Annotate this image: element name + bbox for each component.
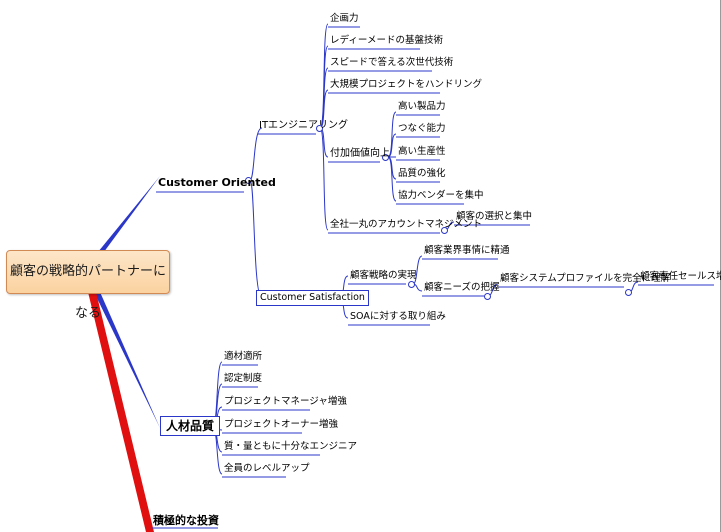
node-va-item-4[interactable]: 品質の強化 <box>398 168 446 179</box>
collapse-toggle-co[interactable] <box>245 177 252 184</box>
node-strategy-item-2[interactable]: 顧客ニーズの把握 <box>424 282 500 293</box>
node-strategy[interactable]: 顧客戦略の実現 <box>350 270 417 281</box>
node-sales[interactable]: 顧客専任セールス増強 <box>640 271 721 282</box>
node-account-management[interactable]: 全社一丸のアカウントマネジメント <box>330 219 483 230</box>
node-jinzai-item-4[interactable]: プロジェクトオーナー増強 <box>224 419 339 430</box>
collapse-toggle-profile[interactable] <box>625 289 632 296</box>
node-va-item-1[interactable]: 高い製品力 <box>398 101 446 112</box>
branch-customer-oriented[interactable]: Customer Oriented <box>158 176 276 189</box>
node-it-item-4[interactable]: 大規模プロジェクトをハンドリング <box>330 79 483 90</box>
node-it-item-2[interactable]: レディーメードの基盤技術 <box>330 35 443 46</box>
node-it-item-3[interactable]: スピードで答える次世代技術 <box>330 57 454 68</box>
connector-co-cs <box>249 179 263 299</box>
node-customer-satisfaction[interactable]: Customer Satisfaction <box>256 290 369 306</box>
branch-line-investment <box>88 292 154 532</box>
node-va-item-5[interactable]: 協力ベンダーを集中 <box>398 190 484 201</box>
connector-it-5 <box>319 127 329 158</box>
node-soa[interactable]: SOAに対する取り組み <box>350 311 446 322</box>
collapse-toggle-strategy[interactable] <box>408 281 415 288</box>
branch-investment[interactable]: 積極的な投資 <box>153 514 219 527</box>
collapse-toggle-va[interactable] <box>382 154 389 161</box>
node-jinzai-item-2[interactable]: 認定制度 <box>224 373 263 384</box>
root-node[interactable]: 顧客の戦略的パートナーになる <box>6 250 170 321</box>
node-jinzai-item-3[interactable]: プロジェクトマネージャ増強 <box>224 396 347 407</box>
node-it-engineering[interactable]: ITエンジニアリング <box>259 120 349 131</box>
connector-co-it <box>249 127 263 181</box>
branch-jinzai[interactable]: 人材品質 <box>160 416 221 436</box>
node-jinzai-item-1[interactable]: 適材適所 <box>224 351 263 362</box>
connector-va-2 <box>387 133 397 158</box>
node-it-item-1[interactable]: 企画力 <box>330 13 359 24</box>
collapse-toggle-account[interactable] <box>441 227 448 234</box>
node-va-item-2[interactable]: つなぐ能力 <box>398 123 446 134</box>
node-strategy-item-1[interactable]: 顧客業界事情に精通 <box>424 245 510 256</box>
node-customer-selection[interactable]: 顧客の選択と集中 <box>456 211 533 222</box>
node-va-item-3[interactable]: 高い生産性 <box>398 146 446 157</box>
node-jinzai-item-6[interactable]: 全員のレベルアップ <box>224 463 310 474</box>
connector-va-5 <box>387 156 397 202</box>
connector-va-1 <box>387 111 397 158</box>
node-jinzai-item-5[interactable]: 質・量ともに十分なエンジニア <box>224 441 358 452</box>
branch-line-jinzai <box>94 292 160 428</box>
node-profile[interactable]: 顧客システムプロファイルを完全に理解 <box>500 273 671 284</box>
connector-it-6 <box>319 127 329 231</box>
node-value-add[interactable]: 付加価値向上 <box>330 148 390 159</box>
collapse-toggle-needs[interactable] <box>484 293 491 300</box>
collapse-toggle-it[interactable] <box>316 125 323 132</box>
branch-line-customer-oriented <box>98 176 160 260</box>
